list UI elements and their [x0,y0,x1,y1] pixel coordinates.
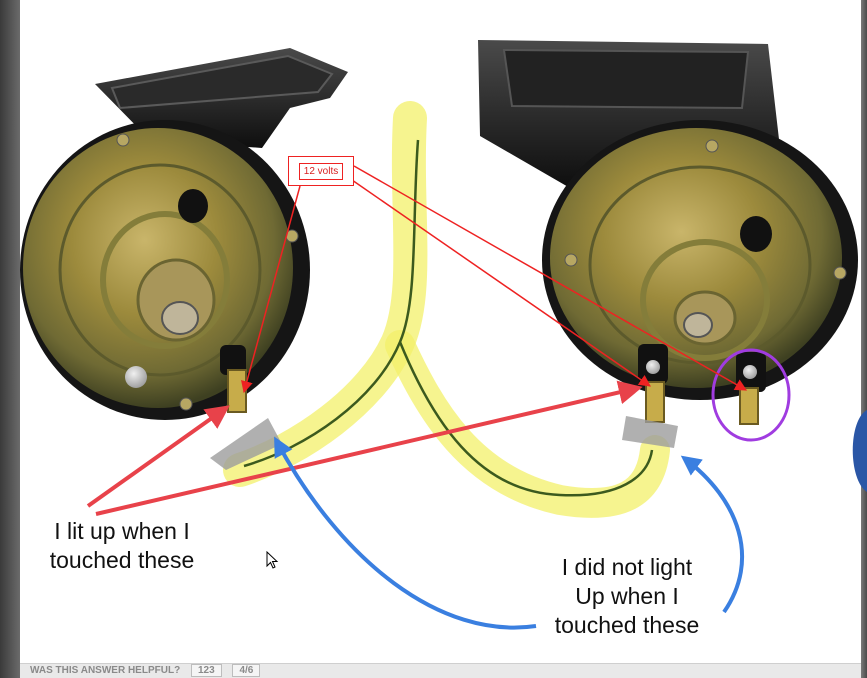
left-horn [20,48,348,420]
terminal-highlight-circle [711,348,791,442]
vote-yes-button[interactable]: 123 [190,664,222,677]
voltage-pointer-lines [241,165,748,394]
caption-lit: I lit up when I touched these [49,518,195,573]
voltage-label: 12 volts [298,162,344,180]
lit-arrows [86,380,643,516]
mouse-cursor-icon [266,551,279,569]
right-horn [478,40,858,425]
not-lit-arrows [274,436,745,630]
window-frame-right [861,0,867,678]
vote-no-button[interactable]: 4/6 [232,664,261,677]
caption-not-lit: I did not light Up when I touched these [554,554,700,638]
feedback-question: WAS THIS ANSWER HELPFUL? [30,665,181,677]
feedback-bar: WAS THIS ANSWER HELPFUL? 123 4/6 [20,663,861,678]
voltage-label-box: 12 volts [288,156,354,186]
window-frame-left [0,0,20,678]
